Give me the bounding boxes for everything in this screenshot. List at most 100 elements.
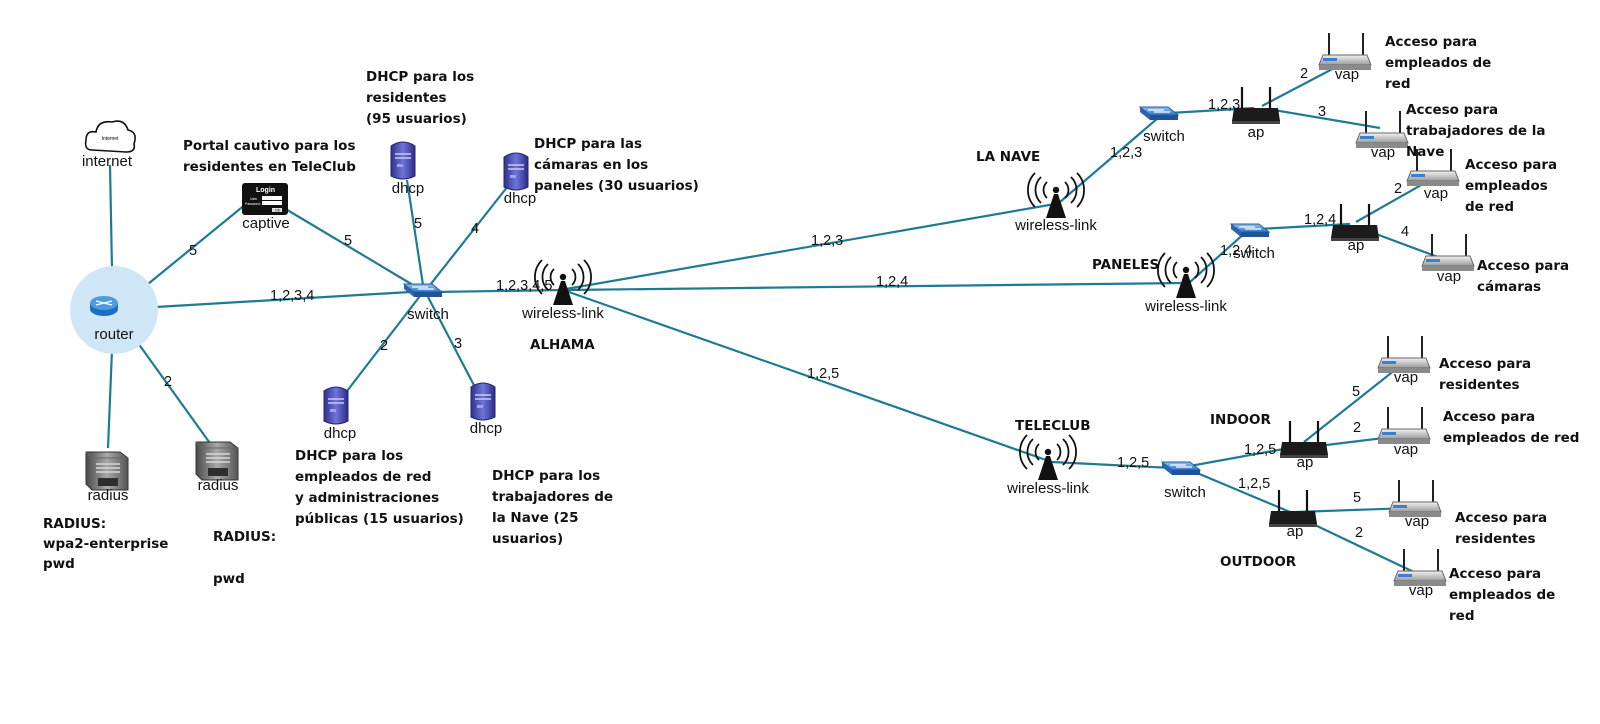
dhcp-cam-node[interactable]: dhcp: [503, 152, 537, 207]
access-point-icon: [1267, 488, 1319, 529]
note-line: Acceso para: [1477, 258, 1569, 274]
vap-label: vap: [1409, 582, 1433, 599]
link-dhcp-cam-switch: [429, 185, 509, 286]
note-line: paneles (30 usuarios): [534, 178, 699, 194]
wireless-link-label: wireless-link: [521, 305, 604, 322]
switch-label: switch: [1164, 484, 1206, 501]
link-tc-switch-ap-out: [1189, 468, 1291, 514]
dhcp-nave-node[interactable]: dhcp: [470, 382, 503, 437]
vap-in-emp[interactable]: vap: [1377, 406, 1431, 458]
note-line: RADIUS:: [43, 516, 106, 532]
note-line: (95 usuarios): [366, 111, 467, 127]
vap-out-res[interactable]: vap: [1388, 479, 1442, 530]
captive-node[interactable]: Login User Password OK captive: [242, 183, 290, 232]
links: [106, 64, 1447, 575]
vlan-tc-switch-ap-out: 1,2,5: [1238, 476, 1270, 492]
ap-indoor[interactable]: ap: [1278, 419, 1330, 471]
vlan-to-paneles: 1,2,4: [876, 274, 908, 290]
vap-nave-emp[interactable]: vap: [1318, 32, 1372, 83]
antenna-icon: [1157, 252, 1215, 299]
internet-node: Internet internet: [82, 120, 136, 170]
note-line: residentes en TeleClub: [183, 159, 356, 175]
dhcp-label: dhcp: [392, 180, 425, 197]
vlan-nave-vap-emp: 2: [1300, 66, 1308, 82]
server-icon: [470, 382, 496, 421]
vap-label: vap: [1335, 66, 1359, 83]
vlan-dhcp-nave: 3: [454, 336, 462, 352]
vap-label: vap: [1371, 144, 1395, 161]
vap-icon: [1377, 406, 1431, 445]
ap-outdoor[interactable]: ap: [1267, 488, 1319, 540]
link-router-radius2: [137, 342, 213, 447]
server-icon: [85, 451, 129, 491]
note-line: y administraciones: [295, 490, 439, 506]
vlan-nave-vap-trab: 3: [1318, 104, 1326, 120]
vlan-dhcp-cam: 4: [471, 221, 479, 237]
dhcp-emp-node[interactable]: dhcp: [323, 386, 357, 442]
vap-nave-trab[interactable]: vap: [1355, 110, 1409, 161]
link-tc-wl-switch: [1051, 460, 1173, 470]
site-teleclub: TELECLUB: [1015, 418, 1091, 434]
ap-lanave[interactable]: ap: [1230, 85, 1282, 141]
login-icon: Login User Password OK: [242, 183, 288, 215]
switch-teleclub[interactable]: switch: [1161, 461, 1206, 501]
vlan-labels: 5 1,2,3,4 2 5 5 4 2 3 1,2,3,4,5 1,2,3 1,…: [164, 66, 1409, 541]
note-line: residentes: [366, 90, 447, 106]
note-line: DHCP para los: [295, 448, 403, 464]
server-icon: [390, 141, 416, 180]
vap-pan-cam[interactable]: vap: [1421, 233, 1475, 285]
dhcp-label: dhcp: [504, 190, 537, 207]
link-nave-ap-vap2: [1267, 107, 1381, 130]
switch-icon: [1230, 223, 1270, 238]
link-router-internet: [108, 164, 114, 271]
dhcp-label: dhcp: [324, 425, 357, 442]
vap-icon: [1388, 479, 1442, 518]
link-dhcp-emp-switch: [343, 295, 421, 396]
link-pan-wl-switch: [1189, 231, 1247, 283]
note-line: Portal cautivo para los: [183, 138, 355, 154]
site-la-nave: LA NAVE: [976, 149, 1040, 165]
vap-label: vap: [1424, 185, 1448, 202]
router-node[interactable]: router: [70, 266, 158, 354]
internet-label: internet: [82, 153, 133, 170]
access-point-icon: [1329, 202, 1381, 243]
link-dhcp-nave-switch: [427, 296, 479, 394]
switch-main-node[interactable]: switch: [403, 283, 449, 323]
switch-paneles[interactable]: switch: [1230, 223, 1275, 262]
wireless-link-teleclub[interactable]: wireless-link: [1006, 434, 1089, 497]
dhcp-res-node[interactable]: dhcp: [390, 141, 425, 197]
link-router-radius1: [106, 349, 114, 449]
note-line: empleados de: [1385, 55, 1491, 71]
vap-pan-emp[interactable]: vap: [1406, 148, 1460, 202]
vap-in-res[interactable]: vap: [1377, 335, 1431, 386]
ap-paneles[interactable]: ap: [1329, 202, 1381, 254]
switch-icon: [1139, 106, 1179, 121]
vap-out-emp[interactable]: vap: [1393, 548, 1447, 599]
vlan-to-nave: 1,2,3: [811, 233, 843, 249]
vlan-pan-switch-ap: 1,2,4: [1304, 212, 1336, 228]
server-icon: [323, 386, 349, 425]
wireless-link-paneles[interactable]: wireless-link: [1144, 252, 1227, 315]
login-title: Login: [256, 187, 275, 194]
wireless-link-alhama[interactable]: wireless-link: [521, 259, 604, 322]
wireless-link-label: wireless-link: [1144, 298, 1227, 315]
vap-label: vap: [1394, 369, 1418, 386]
note-line: de red: [1465, 199, 1514, 215]
switch-lanave[interactable]: switch: [1139, 106, 1185, 145]
ap-label: ap: [1248, 124, 1265, 141]
note-line: Acceso para: [1465, 157, 1557, 173]
note-line: wpa2-enterprise: [43, 536, 168, 552]
link-nave-ap-vap1: [1261, 64, 1341, 107]
site-outdoor: OUTDOOR: [1220, 554, 1297, 570]
wireless-link-lanave[interactable]: wireless-link: [1014, 172, 1097, 234]
note-line: públicas (15 usuarios): [295, 511, 464, 527]
radius-node-1[interactable]: radius: [85, 451, 129, 504]
radius-node-2[interactable]: radius: [195, 441, 239, 494]
ap-label: ap: [1287, 523, 1304, 540]
